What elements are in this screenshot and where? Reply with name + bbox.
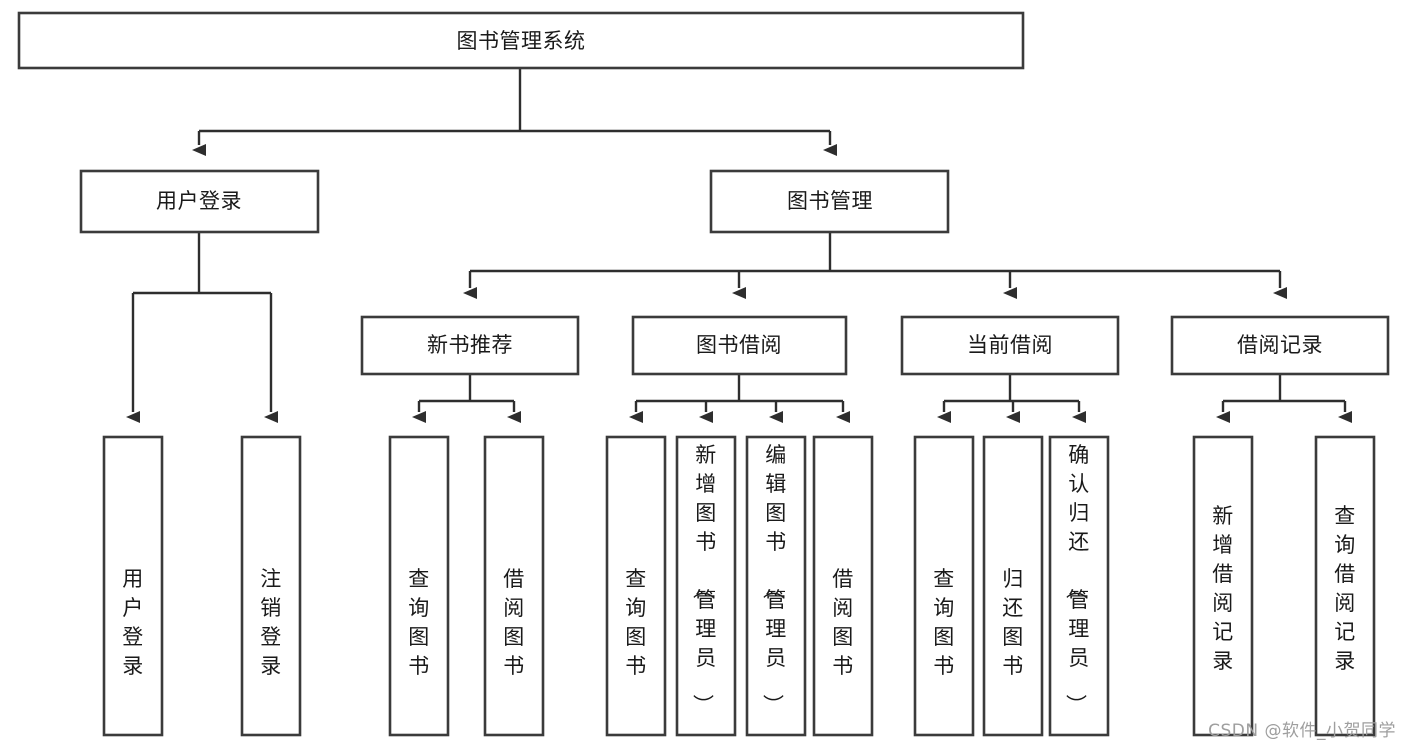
node-leaf-user-login[interactable]: 用户登录 [102,435,164,737]
node-leaf-user-login-label: 用户登录 [122,567,144,678]
node-leaf-query-book-1-box[interactable] [388,435,450,737]
node-leaf-logout-login-label: 注销登录 [260,567,282,678]
node-current-borrow-label: 当前借阅 [967,333,1053,357]
node-leaf-query-book-2-box[interactable] [605,435,667,737]
node-leaf-query-book-1-label: 查询图书 [408,567,430,678]
node-borrow-record[interactable]: 借阅记录 [1170,315,1390,376]
node-leaf-query-borrow-record-box[interactable] [1314,435,1376,737]
node-leaf-confirm-return-label: 确认归还（管理员） [1063,443,1090,716]
connector-group-book-borrow [629,374,850,423]
node-borrow-record-label: 借阅记录 [1237,333,1323,357]
node-leaf-borrow-book-2[interactable]: 借阅图书 [812,435,874,737]
node-book-borrow-box[interactable] [631,315,848,376]
node-user-login[interactable]: 用户登录 [79,169,320,234]
node-leaf-edit-book-label: 编辑图书（管理员） [760,443,787,716]
node-leaf-query-book-1[interactable]: 查询图书 [388,435,450,737]
node-book-management-system[interactable]: 图书管理系统 [17,11,1025,70]
node-leaf-query-book-2[interactable]: 查询图书 [605,435,667,737]
node-leaf-borrow-book-2-label: 借阅图书 [832,567,854,678]
node-user-login-label: 用户登录 [156,189,242,213]
connector-group-borrow-record [1216,374,1352,423]
node-leaf-logout-login[interactable]: 注销登录 [240,435,302,737]
node-leaf-logout-login-box[interactable] [240,435,302,737]
node-user-login-box[interactable] [79,169,320,234]
node-book-manage-label: 图书管理 [787,189,873,213]
node-leaf-confirm-return[interactable]: 确认归还（管理员） [1048,435,1110,737]
node-leaf-add-book[interactable]: 新增图书（管理员） [675,435,737,737]
node-leaf-add-borrow-record[interactable]: 新增借阅记录 [1192,435,1254,737]
node-leaf-edit-book[interactable]: 编辑图书（管理员） [745,435,807,737]
node-current-borrow-box[interactable] [900,315,1120,376]
connector-group-book-manage [463,233,1287,299]
node-book-borrow-label: 图书借阅 [696,333,782,357]
node-leaf-user-login-box[interactable] [102,435,164,737]
node-leaf-query-book-3-label: 查询图书 [933,567,955,678]
connector-group-root [192,69,837,156]
node-leaf-add-borrow-record-box[interactable] [1192,435,1254,737]
node-current-borrow[interactable]: 当前借阅 [900,315,1120,376]
node-root-box[interactable] [17,11,1025,70]
node-root-label: 图书管理系统 [457,29,586,53]
node-leaf-edit-book-box[interactable] [745,435,807,737]
node-leaf-query-book-2-label: 查询图书 [625,567,647,678]
node-leaf-return-book-box[interactable] [982,435,1044,737]
node-leaf-borrow-book-1[interactable]: 借阅图书 [483,435,545,737]
node-leaf-confirm-return-box[interactable] [1048,435,1110,737]
node-leaf-query-borrow-record[interactable]: 查询借阅记录 [1314,435,1376,737]
node-leaf-add-borrow-record-label: 新增借阅记录 [1212,504,1234,673]
node-leaf-add-book-box[interactable] [675,435,737,737]
node-leaf-borrow-book-1-box[interactable] [483,435,545,737]
node-leaf-borrow-book-1-label: 借阅图书 [503,567,525,678]
connector-group-current-borrow [937,374,1086,423]
node-leaf-borrow-book-2-box[interactable] [812,435,874,737]
node-borrow-record-box[interactable] [1170,315,1390,376]
node-new-book-recommend[interactable]: 新书推荐 [360,315,580,376]
node-leaf-query-book-3-box[interactable] [913,435,975,737]
node-book-manage-box[interactable] [709,169,950,234]
node-book-manage[interactable]: 图书管理 [709,169,950,234]
node-leaf-add-book-label: 新增图书（管理员） [690,443,717,716]
node-leaf-return-book-label: 归还图书 [1002,567,1024,678]
node-leaf-query-borrow-record-label: 查询借阅记录 [1334,504,1356,673]
node-leaf-return-book[interactable]: 归还图书 [982,435,1044,737]
connector-group-user-login [126,233,278,423]
node-new-book-recommend-box[interactable] [360,315,580,376]
node-book-borrow[interactable]: 图书借阅 [631,315,848,376]
connector-group-new-book-recommend [412,374,521,423]
node-leaf-query-book-3[interactable]: 查询图书 [913,435,975,737]
node-new-book-recommend-label: 新书推荐 [427,333,513,357]
